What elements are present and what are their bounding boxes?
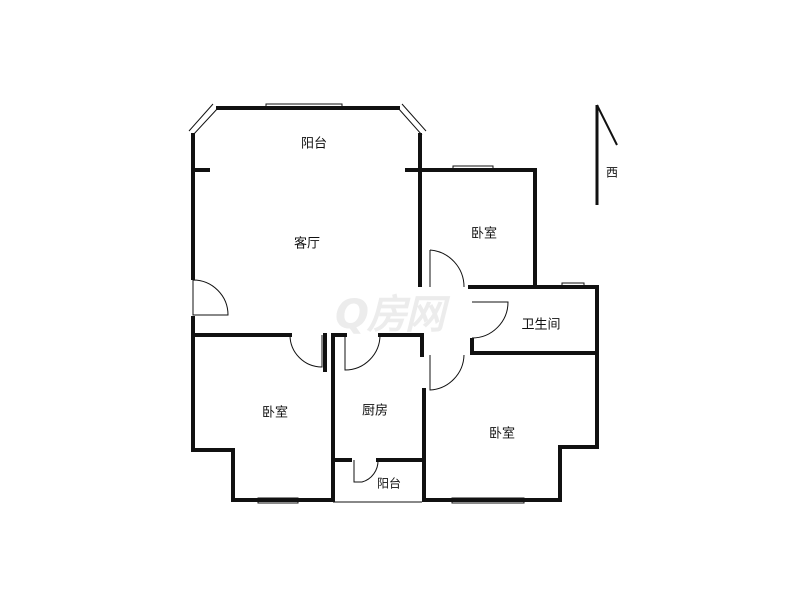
- window-ne: [397, 103, 427, 136]
- door-living-west: [192, 279, 229, 316]
- door-bedroom-north: [429, 249, 465, 288]
- room-label-balcony: 阳台: [300, 136, 328, 152]
- room-label-bathroom: 卫生间: [521, 317, 561, 333]
- door-bathroom: [471, 301, 509, 339]
- room-label-living-room: 客厅: [293, 236, 321, 252]
- door-kitchen: [344, 334, 381, 371]
- room-label-balcony: 阳台: [376, 476, 402, 491]
- kitchen-walls: [331, 333, 424, 502]
- bedroom-south-walls: [422, 285, 599, 502]
- window-bedroom-north: [452, 165, 494, 172]
- window-top: [265, 103, 343, 110]
- balcony-divider: [191, 168, 537, 289]
- room-label-bedroom: 卧室: [261, 405, 289, 421]
- door-small-balcony: [353, 459, 379, 483]
- window-bedroom-south: [451, 497, 525, 504]
- room-label-kitchen: 厨房: [361, 403, 389, 419]
- room-label-bedroom: 卧室: [488, 426, 516, 442]
- compass: [595, 104, 618, 205]
- door-living-south: [289, 334, 323, 368]
- window-nw: [188, 103, 219, 136]
- living-south-wall: [191, 316, 424, 502]
- room-label-bedroom: 卧室: [470, 226, 498, 242]
- door-bedroom-south: [429, 354, 465, 391]
- watermark: Q房网: [335, 292, 445, 338]
- living-wall: [191, 106, 422, 287]
- window-bathroom: [561, 282, 585, 289]
- compass-label: 西: [605, 165, 619, 180]
- window-bedroom-west: [257, 497, 299, 504]
